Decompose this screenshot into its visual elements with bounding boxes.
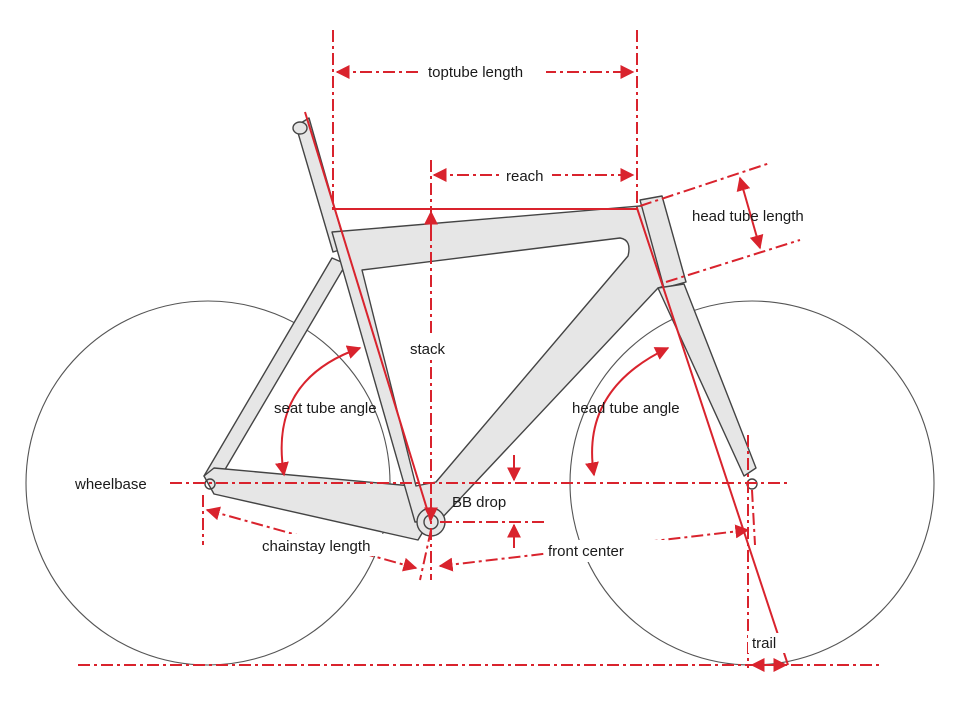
trail-label: trail [752,635,776,652]
seat-tube-angle-label: seat tube angle [274,400,377,417]
seat-tube-axis [304,111,432,523]
stack-label: stack [410,341,446,358]
head-tube-axis [636,207,789,666]
chainstay [203,467,431,541]
fork [657,283,757,477]
chainstay-ext-bb [419,529,432,581]
front-center-ext [751,489,756,546]
bike-frame [203,117,758,541]
seat-tube-angle-arc [275,345,362,477]
front-center-label: front center [548,543,624,560]
wheelbase-label: wheelbase [74,476,147,493]
toptube-length-label: toptube length [428,64,523,81]
saddle-clamp [292,121,308,135]
labels: toptube length reach head tube length st… [74,60,804,653]
bb-drop-label: BB drop [452,494,506,511]
rear-wheel [25,300,391,666]
head-tube-length-label: head tube length [692,208,804,225]
reach-label: reach [506,168,544,185]
main-triangle [331,203,677,523]
seatstay [203,257,347,479]
head-tube [639,195,687,289]
head-tube-angle-label: head tube angle [572,400,680,417]
htl-ext-bottom [665,239,801,283]
htl-arrow [736,176,764,250]
dimension-lines [78,30,880,672]
chainstay-length-label: chainstay length [262,538,370,555]
head-tube-angle-arc [585,347,670,477]
